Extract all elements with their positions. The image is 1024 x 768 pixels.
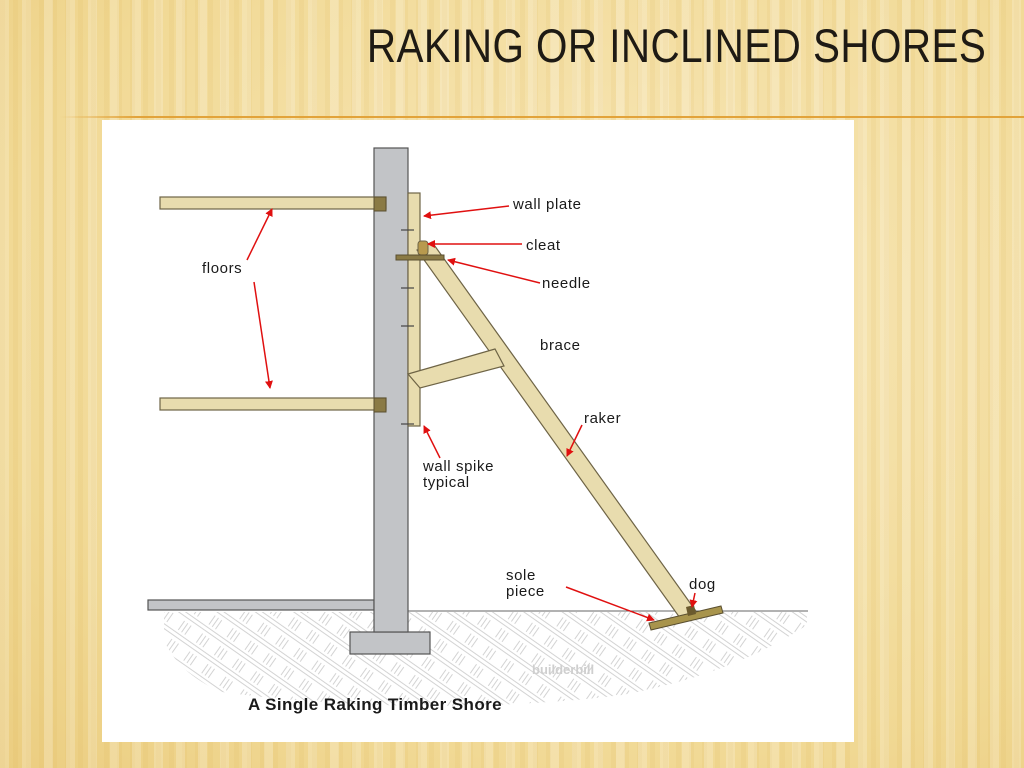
label-floors: floors (202, 260, 242, 277)
label-sole-piece: piece (506, 583, 545, 600)
label-wall-spike: wall spike (422, 458, 494, 475)
wall (373, 147, 409, 633)
sole-piece (648, 605, 724, 631)
title-underline (60, 116, 1024, 118)
needle (395, 254, 445, 261)
raking-shore-diagram: floors wall plate cleat needle brace rak… (147, 147, 808, 714)
label-brace: brace (540, 337, 581, 354)
label-cleat: cleat (526, 237, 561, 254)
ground-hatching (164, 612, 807, 706)
raker (416, 241, 700, 619)
watermark: builderbill (532, 662, 594, 677)
slide-title: RAKING OR INCLINED SHORES (366, 19, 986, 72)
label-arrows (246, 205, 698, 622)
label-needle: needle (542, 275, 591, 292)
diagram-caption: A Single Raking Timber Shore (248, 695, 502, 714)
brace (406, 348, 505, 389)
wall-footing (349, 631, 431, 655)
wall-plate (407, 192, 421, 427)
upper-floor-end (373, 196, 387, 212)
ground-floor-slab (147, 599, 375, 611)
lower-floor-beam (159, 397, 387, 411)
label-wall-plate: wall plate (512, 196, 582, 213)
diagram-panel: floors wall plate cleat needle brace rak… (102, 120, 854, 742)
label-sole: sole (506, 567, 536, 584)
cleat (417, 240, 429, 256)
upper-floor-beam (159, 196, 387, 210)
label-wall-spike-typical: typical (423, 474, 470, 491)
lower-floor-end (373, 397, 387, 413)
label-raker: raker (584, 410, 621, 427)
label-dog: dog (689, 576, 716, 593)
